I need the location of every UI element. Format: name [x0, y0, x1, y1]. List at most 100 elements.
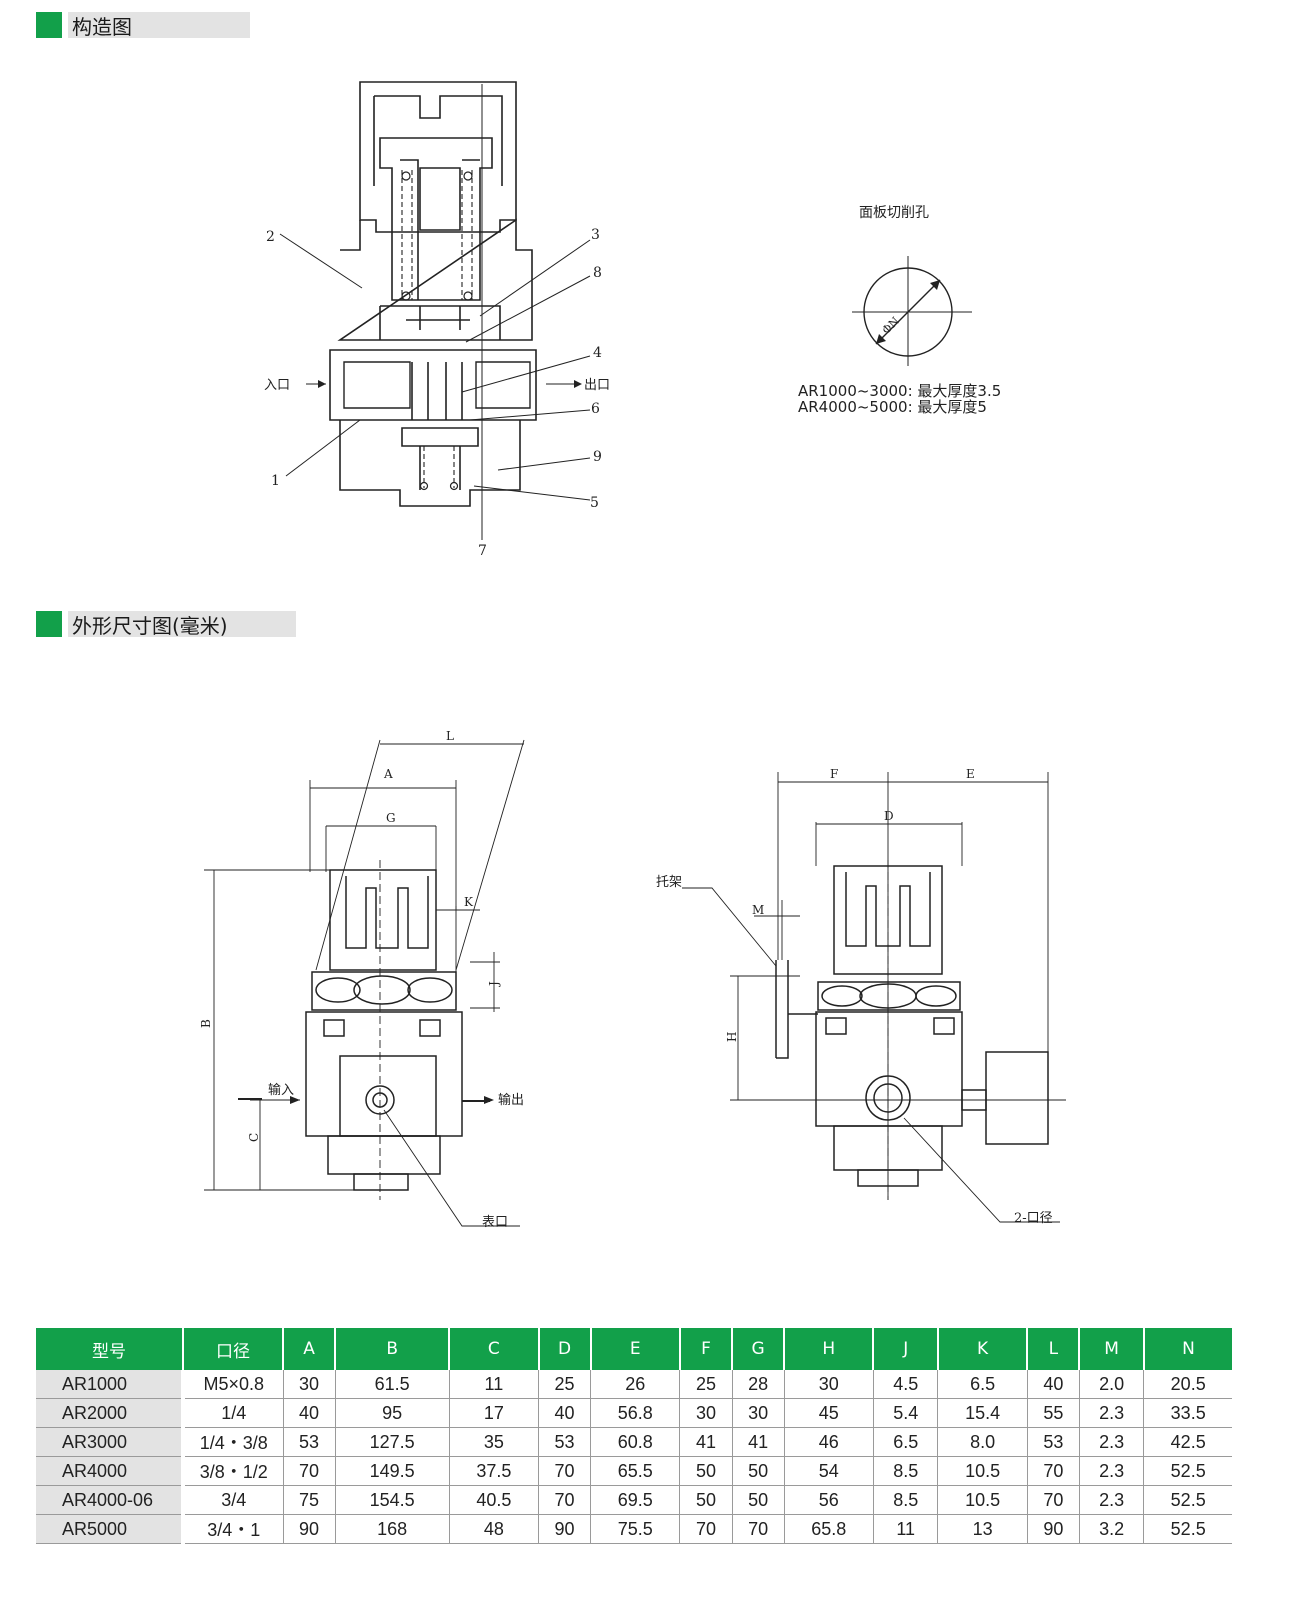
table-cell: 1/4: [181, 1398, 283, 1428]
model-cell: AR1000: [36, 1370, 183, 1399]
model-cell: AR4000: [36, 1456, 183, 1486]
table-cell: 13: [937, 1514, 1028, 1544]
cutout-arrows: [876, 280, 940, 344]
table-cell: 90: [282, 1514, 336, 1544]
structure-drawing: [279, 81, 591, 540]
table-cell: 69.5: [590, 1485, 680, 1515]
diameter-label: ΦN: [880, 314, 903, 337]
cutout-note-2: AR4000~5000: 最大厚度5: [798, 398, 987, 416]
table-header: F: [678, 1328, 733, 1370]
front-arrows: [238, 1096, 494, 1104]
callout-4: 4: [593, 345, 602, 361]
table-cell: 56.8: [590, 1398, 680, 1428]
table-cell: 3/4: [181, 1485, 283, 1515]
dim-L: L: [446, 729, 454, 743]
table-cell: 33.5: [1143, 1398, 1232, 1428]
table-cell: 3.2: [1078, 1514, 1144, 1544]
port-size-label: 2-口径: [1014, 1211, 1053, 1226]
dim-J: J: [487, 981, 501, 988]
arrow-heads: [318, 380, 582, 388]
table-cell: 10.5: [937, 1485, 1028, 1515]
table-cell: 2.0: [1078, 1370, 1144, 1399]
table-cell: 28: [731, 1370, 785, 1399]
table-cell: 55: [1026, 1398, 1080, 1428]
table-header: N: [1142, 1328, 1232, 1370]
table-cell: 15.4: [937, 1398, 1028, 1428]
table-cell: 41: [731, 1427, 785, 1457]
table-cell: 52.5: [1143, 1514, 1232, 1544]
table-header: D: [537, 1328, 591, 1370]
dim-E: E: [966, 767, 975, 781]
section-marker: [36, 611, 62, 637]
table-cell: 8.5: [872, 1456, 938, 1486]
table-cell: 35: [448, 1427, 539, 1457]
table-header: E: [589, 1328, 680, 1370]
side-dim-labels: F E D M H 托架 2-口径: [656, 767, 1053, 1226]
dim-H: H: [725, 1032, 739, 1042]
table-cell: 10.5: [937, 1456, 1028, 1486]
table-cell: 70: [731, 1514, 785, 1544]
table-cell: 30: [731, 1398, 785, 1428]
table-header: L: [1026, 1328, 1080, 1370]
table-cell: 2.3: [1078, 1485, 1144, 1515]
section-marker: [36, 12, 62, 38]
dim-G: G: [386, 811, 396, 825]
cutout-note-1: AR1000~3000: 最大厚度3.5: [798, 382, 1001, 400]
output-label: 输出: [498, 1092, 524, 1108]
cutout-title: 面板切削孔: [859, 205, 929, 221]
table-cell: 4.5: [872, 1370, 938, 1399]
table-cell: 25: [538, 1370, 591, 1399]
table-cell: 70: [1026, 1485, 1080, 1515]
table-cell: 5.4: [872, 1398, 938, 1428]
callout-9: 9: [593, 449, 602, 465]
table-header: K: [936, 1328, 1028, 1370]
model-cell: AR5000: [36, 1514, 183, 1544]
table-cell: 3/4・1: [181, 1514, 283, 1544]
table-cell: 45: [783, 1398, 874, 1428]
table-cell: 6.5: [872, 1427, 938, 1457]
table-cell: 40.5: [448, 1485, 539, 1515]
table-header: J: [872, 1328, 938, 1370]
dim-F: F: [830, 767, 838, 781]
callout-1: 1: [271, 473, 280, 489]
table-cell: 70: [282, 1456, 336, 1486]
table-cell: 127.5: [334, 1427, 450, 1457]
table-cell: 26: [590, 1370, 680, 1399]
table-cell: 2.3: [1078, 1398, 1144, 1428]
table-cell: 30: [679, 1398, 733, 1428]
table-cell: 65.8: [783, 1514, 874, 1544]
table-cell: 8.5: [872, 1485, 938, 1515]
table-cell: 2.3: [1078, 1427, 1144, 1457]
table-cell: 70: [538, 1485, 591, 1515]
table-cell: 2.3: [1078, 1456, 1144, 1486]
dim-B: B: [199, 1019, 213, 1028]
table-cell: 65.5: [590, 1456, 680, 1486]
section-header-structure: 构造图: [36, 12, 250, 39]
table-cell: 6.5: [937, 1370, 1028, 1399]
table-cell: 70: [538, 1456, 591, 1486]
model-cell: AR4000-06: [36, 1485, 183, 1515]
model-cell: AR3000: [36, 1427, 183, 1457]
section-title-dimension: 外形尺寸图(毫米): [68, 611, 296, 638]
table-header: 口径: [182, 1328, 283, 1370]
table-cell: 53: [1026, 1427, 1080, 1457]
outlet-label: 出口: [584, 378, 610, 393]
model-cell: AR2000: [36, 1398, 183, 1428]
callout-5: 5: [590, 495, 599, 511]
table-cell: 95: [334, 1398, 450, 1428]
dim-M: M: [752, 903, 764, 917]
table-cell: 40: [282, 1398, 336, 1428]
table-cell: 56: [783, 1485, 874, 1515]
panel-cutout-drawing: [852, 256, 972, 366]
table-cell: 75: [282, 1485, 336, 1515]
inlet-label: 入口: [264, 378, 290, 393]
table-cell: 50: [731, 1456, 785, 1486]
dim-A: A: [383, 767, 393, 781]
table-cell: 20.5: [1143, 1370, 1232, 1399]
